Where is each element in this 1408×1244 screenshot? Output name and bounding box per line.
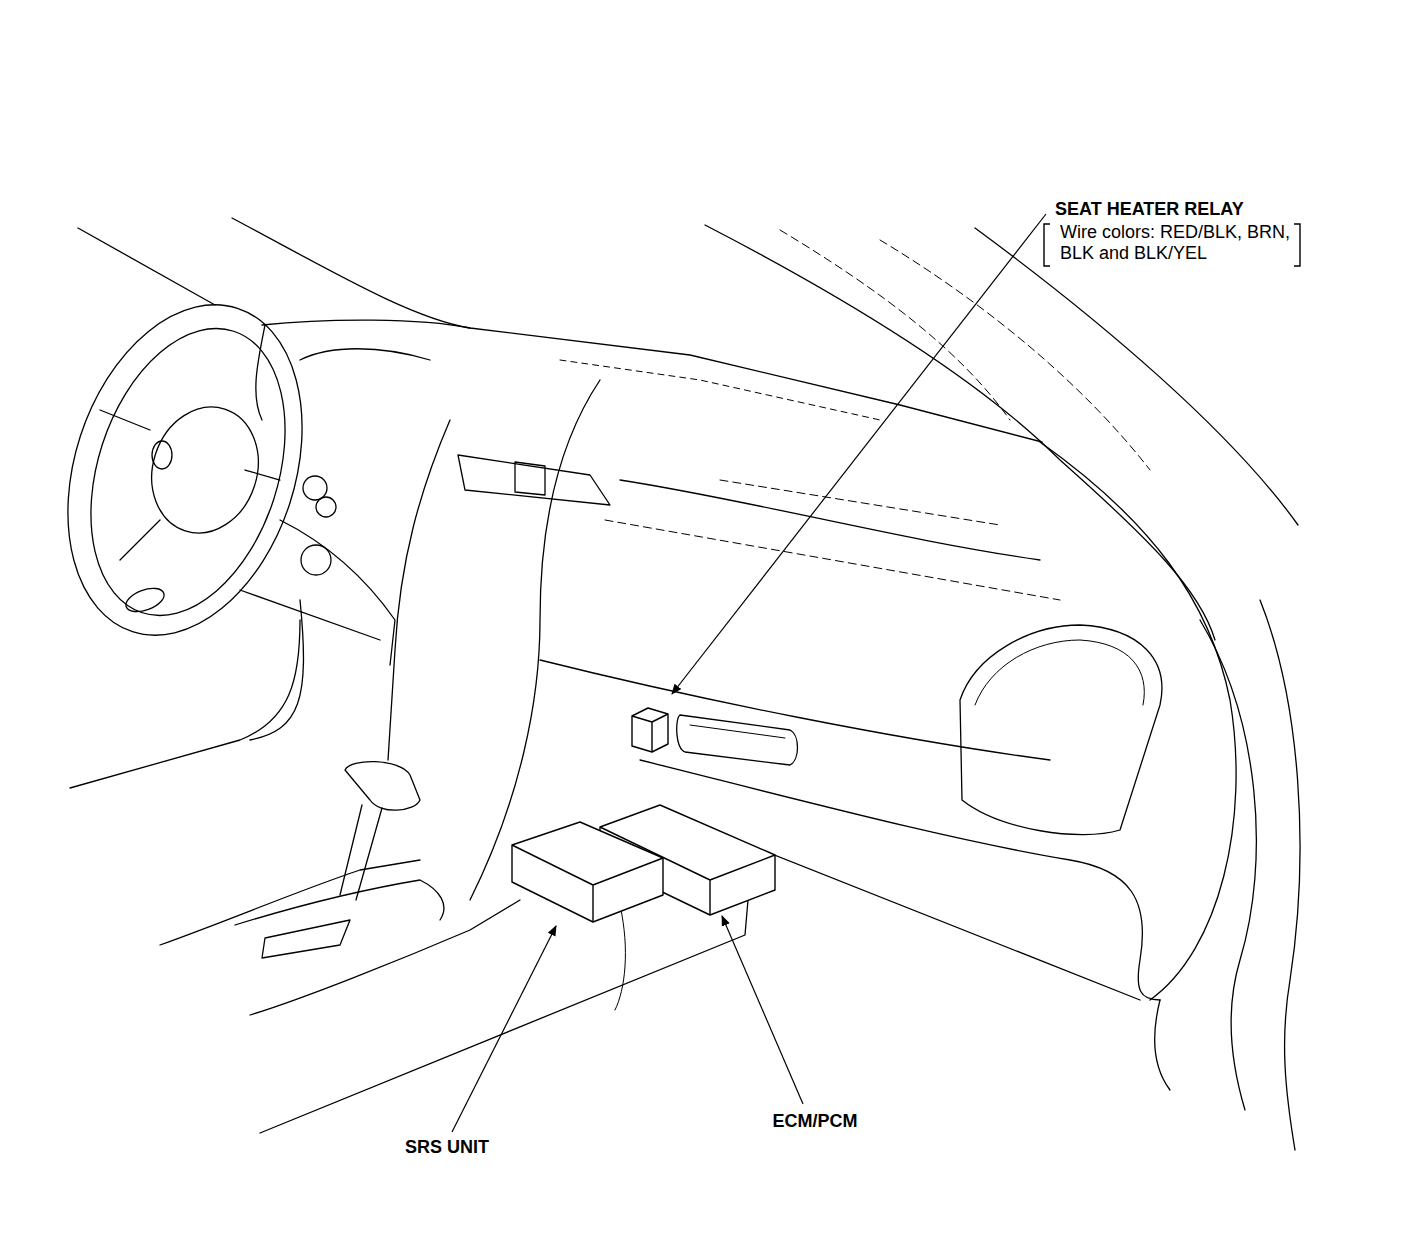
interior-outline — [303, 476, 327, 500]
interior-outline — [690, 725, 785, 738]
interior-outline — [235, 880, 444, 925]
part-name: SEAT HEATER RELAY — [1055, 199, 1244, 220]
interior-outline — [316, 497, 336, 517]
interior-outline — [515, 462, 545, 495]
interior-outline — [975, 640, 1144, 705]
interior-outline — [250, 600, 303, 740]
interior-outline — [70, 620, 300, 788]
wire-color-note: Wire colors: RED/BLK, BRN, BLK and BLK/Y… — [1060, 222, 1300, 264]
interior-outline — [57, 303, 320, 640]
interior-outline — [1260, 600, 1300, 1150]
interior-outline — [301, 545, 331, 575]
interior-outline — [28, 218, 1300, 1150]
interior-outline — [1155, 1000, 1170, 1090]
interior-outline — [345, 762, 420, 811]
srs-unit — [512, 822, 663, 922]
interior-outline — [388, 420, 450, 760]
seat-heater-relay — [632, 708, 668, 752]
bracket — [1044, 224, 1050, 266]
interior-outline — [260, 900, 748, 1133]
interior-outline — [975, 228, 1298, 525]
interior-outline — [880, 240, 1150, 470]
interior-outline — [280, 520, 395, 665]
interior-outline — [123, 584, 167, 616]
interior-outline — [677, 715, 798, 765]
interior-outline — [780, 230, 1010, 420]
srs-unit — [512, 822, 663, 922]
interior-outline — [560, 360, 880, 420]
interior-outline — [356, 808, 382, 900]
interior-outline — [762, 850, 1140, 1000]
leader-line — [672, 214, 1046, 694]
interior-outline — [458, 455, 610, 505]
interior-outline — [100, 410, 280, 560]
interior-outline — [256, 325, 265, 420]
part-name: ECM/PCM — [773, 1111, 858, 1132]
interior-outline — [262, 920, 350, 958]
interior-outline — [300, 349, 430, 360]
seat-heater-relay — [632, 708, 668, 752]
interior-outline — [250, 900, 520, 1015]
srs-unit — [512, 845, 663, 922]
interior-outline — [615, 905, 625, 1010]
interior-outline — [232, 218, 470, 328]
leader-line — [722, 916, 803, 1104]
interior-outline — [720, 480, 1000, 525]
interior-outline — [152, 441, 172, 469]
interior-outline — [1200, 620, 1256, 1110]
seat-heater-relay — [632, 714, 668, 752]
interior-outline — [605, 520, 1060, 600]
interior-outline — [28, 274, 342, 665]
interior-outline — [78, 228, 215, 305]
interior-outline — [705, 225, 1215, 640]
bracket — [1294, 224, 1300, 266]
interior-outline — [340, 805, 362, 895]
interior-outline — [240, 590, 380, 640]
interior-outline — [262, 320, 1042, 442]
leader-line — [452, 214, 1046, 1132]
leader-line — [452, 926, 556, 1132]
part-name: SRS UNIT — [405, 1137, 489, 1158]
interior-outline — [960, 625, 1162, 835]
interior-outline — [1040, 442, 1236, 1000]
